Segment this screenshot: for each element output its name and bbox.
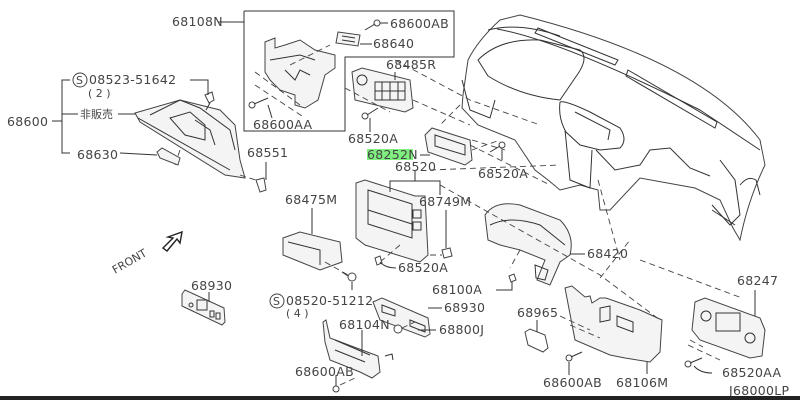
label-68930-mid[interactable]: 68930	[444, 300, 485, 315]
label-68600AB-right[interactable]: 68600AB	[543, 375, 602, 390]
label-68520A-right[interactable]: 68520A	[478, 166, 528, 181]
leader-lines	[52, 22, 756, 386]
clip-68749M[interactable]	[441, 247, 453, 259]
front-arrow	[161, 230, 183, 252]
label-68551[interactable]: 68551	[247, 145, 288, 160]
panel-68930-mid[interactable]	[372, 297, 431, 338]
switch-panel-68485R[interactable]	[344, 67, 471, 126]
label-68749M[interactable]: 68749M	[419, 194, 471, 209]
label-68640[interactable]: 68640	[373, 36, 414, 51]
standard-part-symbol-08523	[72, 72, 88, 88]
label-68520[interactable]: 68520	[395, 159, 436, 174]
panel-68930-left[interactable]	[181, 289, 226, 326]
label-68252N-suffix: N	[408, 147, 418, 162]
panel-68106M[interactable]	[559, 179, 663, 363]
label-68520AA[interactable]: 68520AA	[722, 365, 781, 380]
label-08520-qty: ( 4 )	[286, 307, 309, 320]
screw-68600AB-right[interactable]	[565, 351, 583, 362]
label-68485R[interactable]: 68485R	[386, 57, 436, 72]
lid-68965[interactable]	[524, 328, 549, 353]
label-68106M[interactable]: 68106M	[616, 375, 668, 390]
label-68600AA[interactable]: 68600AA	[253, 117, 312, 132]
screw-68520A-right[interactable]	[489, 141, 506, 153]
label-68930-left[interactable]: 68930	[191, 278, 232, 293]
alignment-lines	[394, 59, 661, 321]
label-68104N[interactable]: 68104N	[339, 317, 390, 332]
bracket-68104N[interactable]	[322, 319, 394, 379]
cluster-hood-68420[interactable]	[484, 203, 572, 286]
standard-part-s-08520: S	[273, 295, 280, 308]
label-68420[interactable]: 68420	[587, 246, 628, 261]
label-68600AB-top[interactable]: 68600AB	[390, 16, 449, 31]
screw-68520A-top[interactable]	[361, 107, 379, 120]
screw-08523-51642[interactable]	[204, 91, 215, 111]
label-08523-51642[interactable]: 08523-51642	[89, 72, 176, 87]
pocket-68475M[interactable]	[282, 231, 349, 276]
screw-68600AA[interactable]	[248, 97, 269, 109]
diagram-code: J68000LP	[728, 383, 790, 398]
screw-68100A[interactable]	[508, 273, 517, 283]
label-08520-51212[interactable]: 08520-51212	[286, 293, 373, 308]
highlight-68252N	[367, 149, 413, 160]
screw-68600AB-top[interactable]	[364, 19, 381, 31]
label-68475M[interactable]: 68475M	[285, 192, 337, 207]
latch-68630[interactable]	[156, 147, 181, 166]
label-68252N[interactable]: 68252N	[367, 147, 418, 162]
standard-part-symbol-08520	[269, 293, 285, 309]
clip-68551[interactable]	[255, 177, 267, 193]
label-68108N[interactable]: 68108N	[172, 14, 223, 29]
label-68100A[interactable]: 68100A	[432, 282, 482, 297]
standard-part-s-08523: S	[76, 74, 83, 87]
screw-68800J[interactable]	[393, 321, 416, 334]
label-68965[interactable]: 68965	[517, 305, 558, 320]
screw-68520AA[interactable]	[684, 357, 703, 368]
bracket-inset-box	[218, 10, 455, 132]
bracket-clip-68640[interactable]	[335, 31, 361, 47]
label-68600[interactable]: 68600	[7, 114, 48, 129]
label-08523-qty: ( 2 )	[88, 87, 111, 100]
label-68800J[interactable]: 68800J	[439, 322, 484, 337]
label-68520A-mid[interactable]: 68520A	[398, 260, 448, 275]
cluster-bezel-68520[interactable]	[355, 179, 442, 263]
label-68520A-top[interactable]: 68520A	[348, 131, 398, 146]
bottom-border	[0, 396, 800, 400]
panel-68247[interactable]	[639, 259, 766, 361]
bracket-part[interactable]	[254, 37, 336, 119]
label-not-for-sale: 非販売	[80, 108, 113, 121]
glove-box-68600[interactable]	[134, 99, 263, 183]
label-68252N-number[interactable]: 68252	[367, 147, 408, 162]
label-front: FRONT	[110, 246, 149, 276]
label-68600AB-bottom[interactable]: 68600AB	[295, 364, 354, 379]
label-68247[interactable]: 68247	[737, 273, 778, 288]
switch-68252N[interactable]	[424, 127, 506, 166]
screw-08520-51212[interactable]	[341, 271, 357, 282]
label-68630[interactable]: 68630	[77, 147, 118, 162]
dashboard-panel[interactable]	[461, 14, 766, 242]
